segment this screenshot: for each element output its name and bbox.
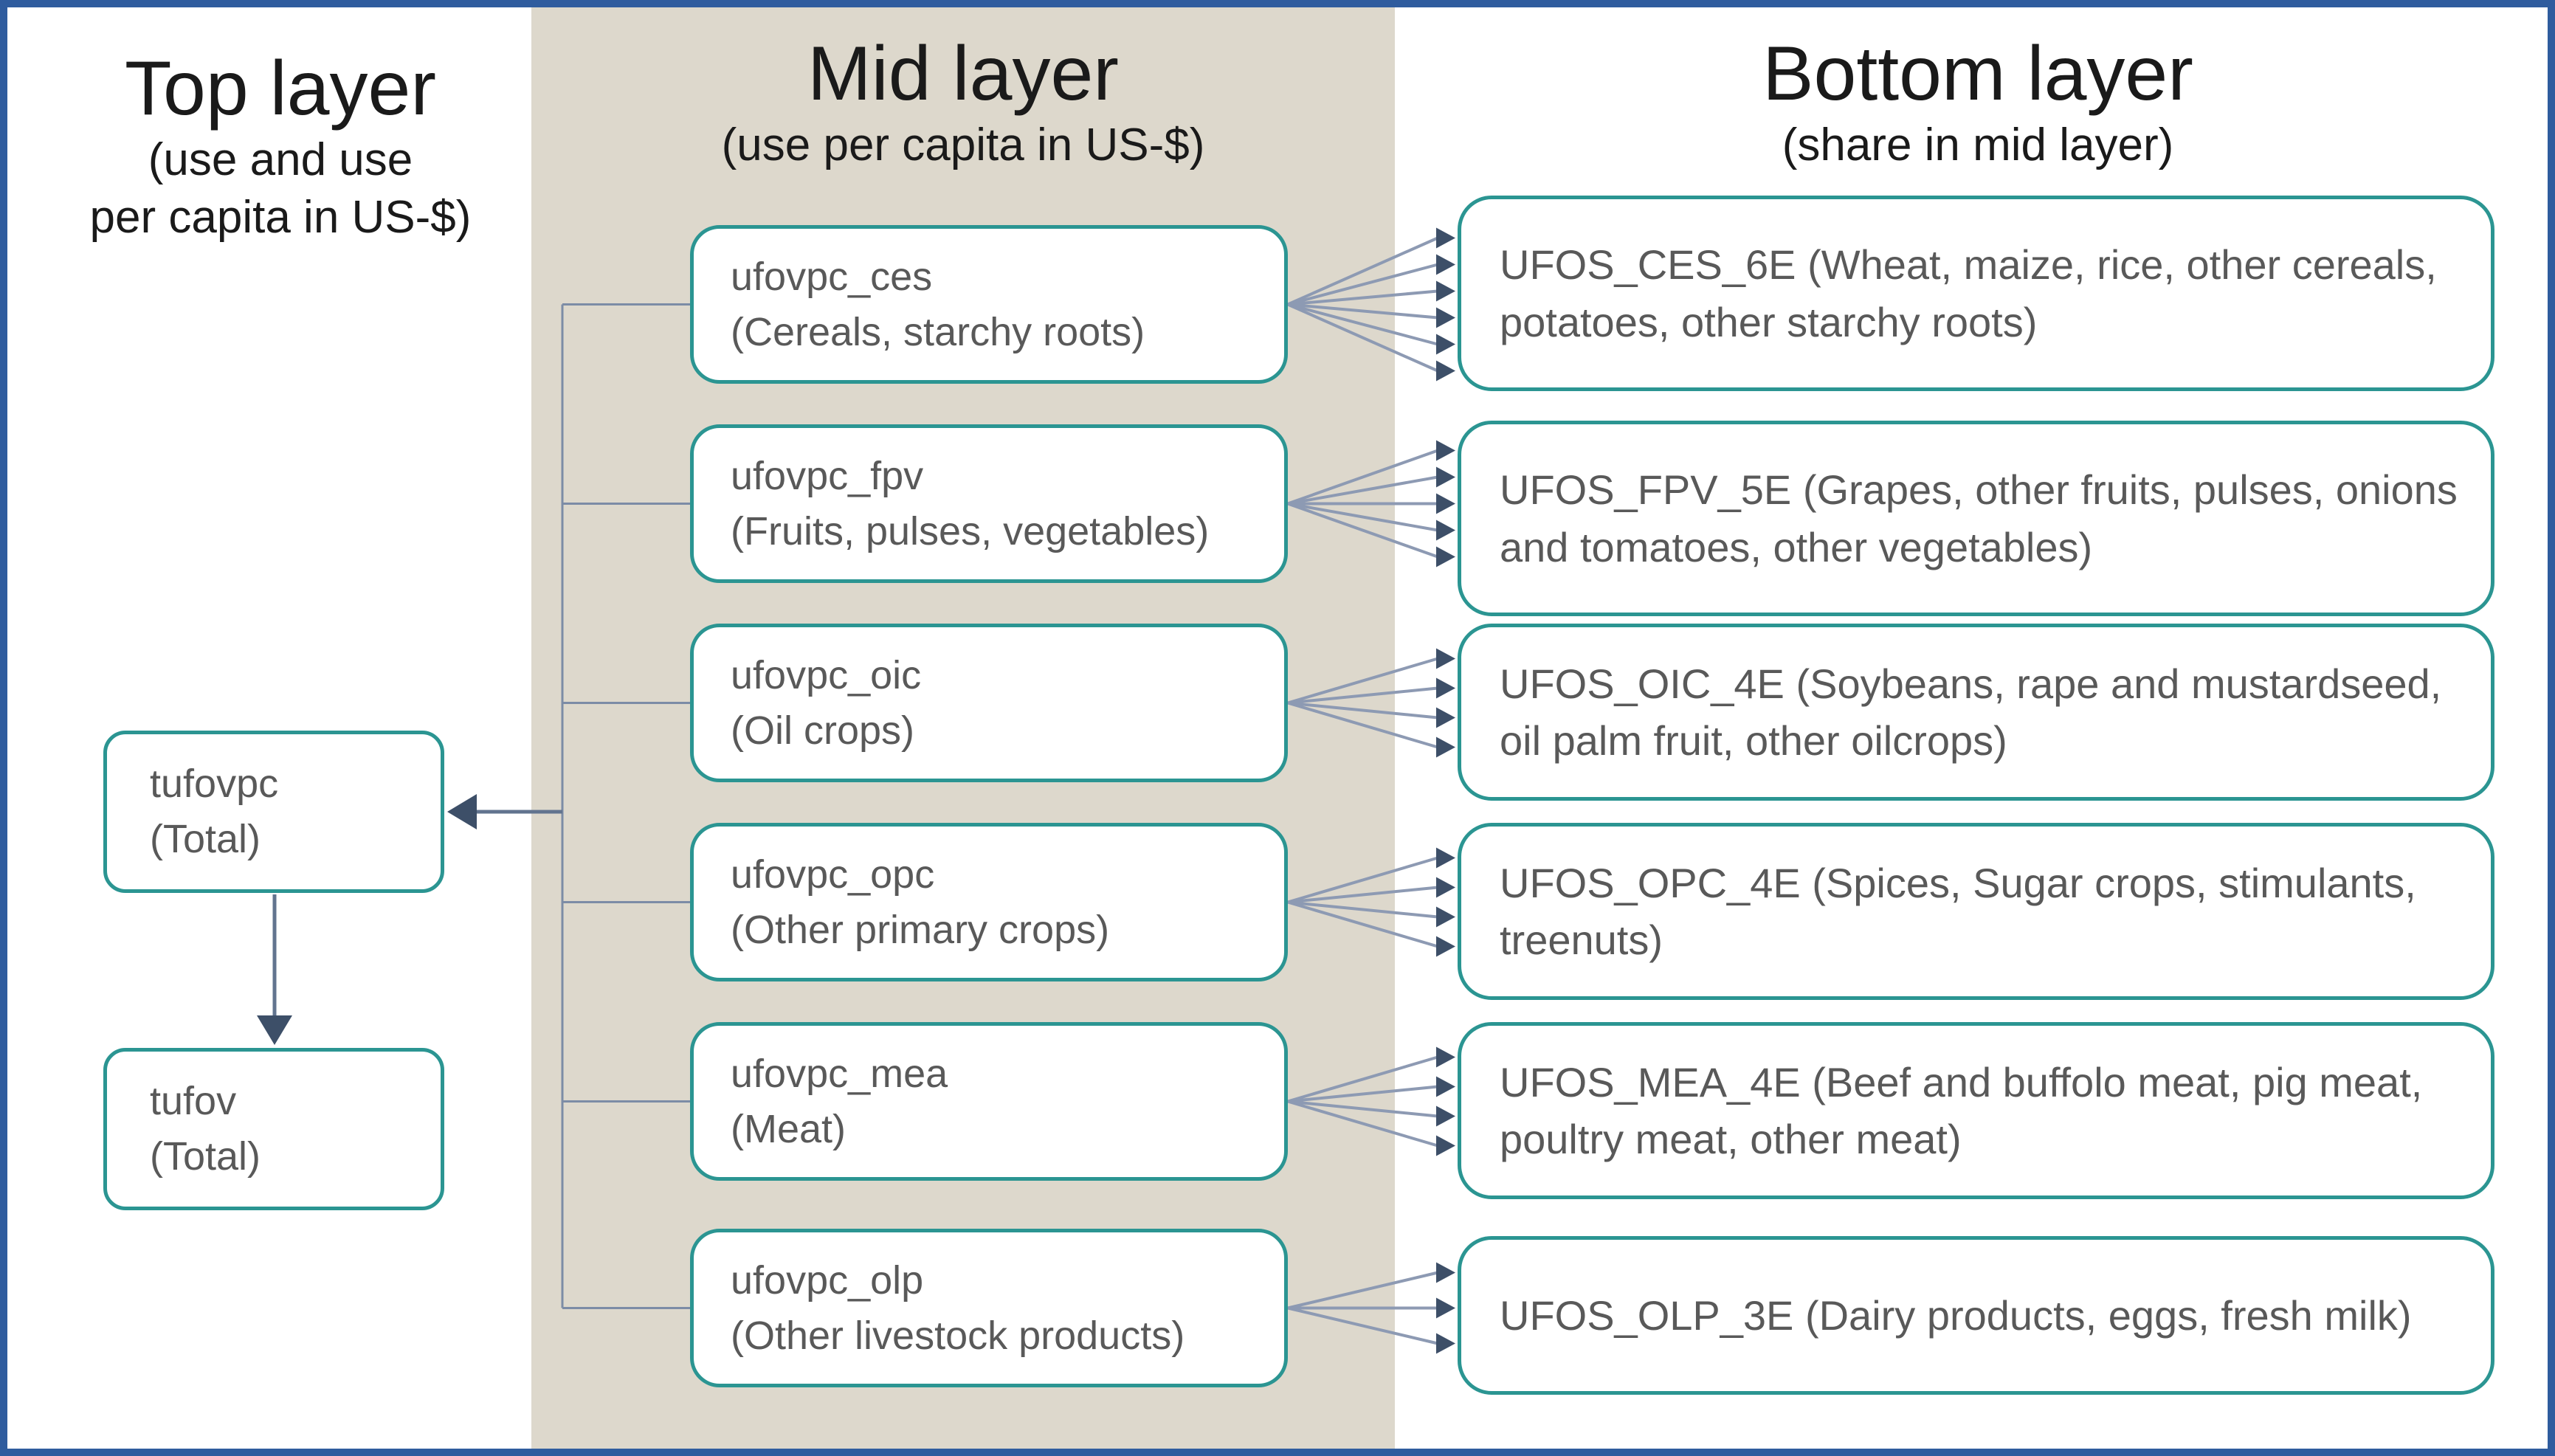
mid-node-sublabel: (Oil crops) bbox=[731, 708, 915, 753]
bottom-node-desc: (Soybeans, rape and mustardseed, oil pal… bbox=[1500, 660, 2442, 764]
bottom-layer-subtitle: (share in mid layer) bbox=[1782, 120, 2174, 171]
node-tufov: tufov (Total) bbox=[103, 1048, 444, 1210]
bottom-node-code: UFOS_OLP_3E bbox=[1500, 1291, 1794, 1339]
node-tufovpc-label: tufovpc bbox=[150, 762, 279, 807]
node-ufovpc-ces: ufovpc_ces (Cereals, starchy roots) bbox=[690, 225, 1288, 384]
node-ufos-opc-4e: UFOS_OPC_4E (Spices, Sugar crops, stimul… bbox=[1458, 823, 2494, 1000]
bottom-node-code: UFOS_MEA_4E bbox=[1500, 1058, 1801, 1105]
bottom-node-desc: (Dairy products, eggs, fresh milk) bbox=[1804, 1291, 2412, 1339]
node-ufos-mea-4e: UFOS_MEA_4E (Beef and buffolo meat, pig … bbox=[1458, 1022, 2494, 1199]
bottom-node-code: UFOS_OIC_4E bbox=[1500, 660, 1785, 707]
mid-node-sublabel: (Other primary crops) bbox=[731, 907, 1110, 952]
top-layer-subtitle-line1: (use and use bbox=[148, 134, 413, 186]
mid-node-label: ufovpc_oic bbox=[731, 652, 922, 697]
mid-node-sublabel: (Other livestock products) bbox=[731, 1313, 1185, 1358]
bottom-layer-title: Bottom layer bbox=[1762, 31, 2193, 117]
bottom-node-code: UFOS_FPV_5E bbox=[1500, 466, 1792, 514]
top-layer-subtitle-line2: per capita in US-$) bbox=[89, 191, 472, 243]
mid-node-label: ufovpc_opc bbox=[731, 852, 935, 897]
top-layer-header: Top layer (use and use per capita in US-… bbox=[44, 46, 517, 246]
mid-node-label: ufovpc_mea bbox=[731, 1051, 948, 1096]
node-ufos-oic-4e: UFOS_OIC_4E (Soybeans, rape and mustards… bbox=[1458, 624, 2494, 801]
node-tufov-sublabel: (Total) bbox=[150, 1134, 261, 1179]
bottom-node-text: UFOS_OPC_4E (Spices, Sugar crops, stimul… bbox=[1500, 855, 2458, 969]
bottom-node-desc: (Beef and buffolo meat, pig meat, poultr… bbox=[1500, 1058, 2423, 1162]
node-ufovpc-olp: ufovpc_olp (Other livestock products) bbox=[690, 1229, 1288, 1387]
node-ufovpc-oic: ufovpc_oic (Oil crops) bbox=[690, 624, 1288, 782]
node-ufovpc-opc: ufovpc_opc (Other primary crops) bbox=[690, 823, 1288, 981]
bottom-node-desc: (Wheat, maize, rice, other cereals, pota… bbox=[1500, 241, 2437, 345]
mid-node-label: ufovpc_fpv bbox=[731, 453, 924, 498]
bottom-node-text: UFOS_OIC_4E (Soybeans, rape and mustards… bbox=[1500, 655, 2458, 770]
bottom-layer-header: Bottom layer (share in mid layer) bbox=[1531, 31, 2424, 174]
mid-node-sublabel: (Cereals, starchy roots) bbox=[731, 309, 1145, 354]
node-ufovpc-mea: ufovpc_mea (Meat) bbox=[690, 1022, 1288, 1181]
mid-layer-title: Mid layer bbox=[807, 31, 1119, 117]
bottom-node-text: UFOS_FPV_5E (Grapes, other fruits, pulse… bbox=[1500, 461, 2458, 576]
bottom-node-code: UFOS_OPC_4E bbox=[1500, 859, 1801, 906]
mid-node-label: ufovpc_olp bbox=[731, 1257, 924, 1303]
node-tufovpc: tufovpc (Total) bbox=[103, 731, 444, 893]
bottom-node-text: UFOS_OLP_3E (Dairy products, eggs, fresh… bbox=[1500, 1287, 2458, 1344]
mid-node-sublabel: (Fruits, pulses, vegetables) bbox=[731, 508, 1210, 553]
bottom-node-code: UFOS_CES_6E bbox=[1500, 241, 1796, 289]
top-layer-title: Top layer bbox=[125, 46, 436, 131]
node-ufos-ces-6e: UFOS_CES_6E (Wheat, maize, rice, other c… bbox=[1458, 196, 2494, 391]
node-tufovpc-sublabel: (Total) bbox=[150, 817, 261, 861]
node-ufovpc-fpv: ufovpc_fpv (Fruits, pulses, vegetables) bbox=[690, 424, 1288, 583]
bottom-node-desc: (Spices, Sugar crops, stimulants, treenu… bbox=[1500, 859, 2416, 963]
mid-node-sublabel: (Meat) bbox=[731, 1106, 847, 1151]
node-ufos-olp-3e: UFOS_OLP_3E (Dairy products, eggs, fresh… bbox=[1458, 1236, 2494, 1395]
mid-node-label: ufovpc_ces bbox=[731, 254, 933, 299]
node-ufos-fpv-5e: UFOS_FPV_5E (Grapes, other fruits, pulse… bbox=[1458, 421, 2494, 616]
mid-layer-subtitle: (use per capita in US-$) bbox=[721, 120, 1205, 171]
bottom-node-text: UFOS_CES_6E (Wheat, maize, rice, other c… bbox=[1500, 236, 2458, 351]
bottom-node-text: UFOS_MEA_4E (Beef and buffolo meat, pig … bbox=[1500, 1054, 2458, 1168]
bottom-node-desc: (Grapes, other fruits, pulses, onions an… bbox=[1500, 466, 2458, 570]
mid-layer-header: Mid layer (use per capita in US-$) bbox=[557, 31, 1369, 174]
node-tufov-label: tufov bbox=[150, 1079, 237, 1124]
